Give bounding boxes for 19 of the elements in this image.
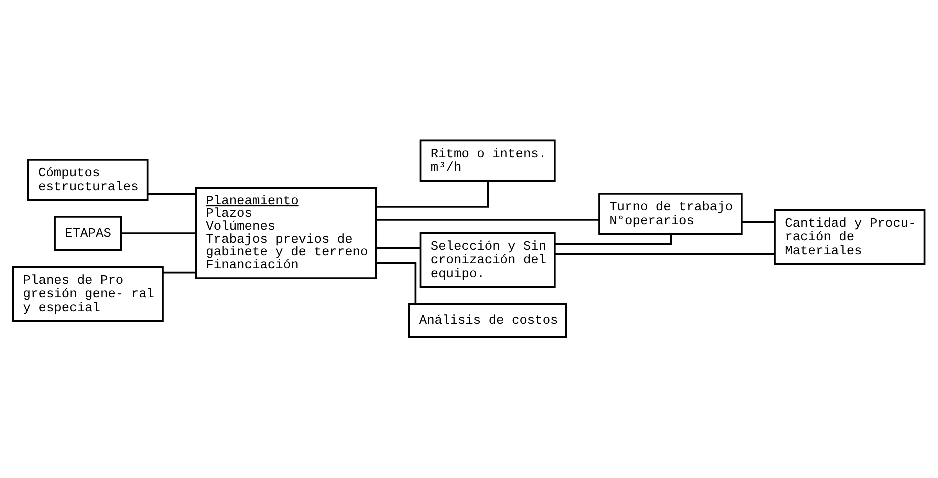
connector <box>163 272 196 274</box>
node-box: Turno de trabajo N°operarios <box>598 193 743 236</box>
connector <box>376 181 490 208</box>
node-box: ETAPAS <box>54 216 122 251</box>
node-box: Cantidad y Procu- ración de Materiales <box>774 209 926 266</box>
connector <box>376 219 600 221</box>
connector <box>742 221 775 224</box>
node-box: Planeamiento Plazos Volúmenes Trabajos previos de gabinete y de terreno Financiación <box>195 188 378 280</box>
node-box: Planes de Pro gresión gene- ral y especial <box>12 266 164 322</box>
node-box: Cómputos estructurales <box>27 159 149 202</box>
connector <box>376 247 421 250</box>
node-box: Selección y Sin cronización del equipo. <box>420 232 556 288</box>
connector <box>148 194 196 196</box>
connector <box>555 253 775 256</box>
node-box: Análisis de costos <box>408 303 568 338</box>
connector <box>121 232 196 234</box>
connector <box>376 262 417 304</box>
connector <box>555 234 672 246</box>
node-box: Ritmo o intens. m³/h <box>420 140 556 182</box>
